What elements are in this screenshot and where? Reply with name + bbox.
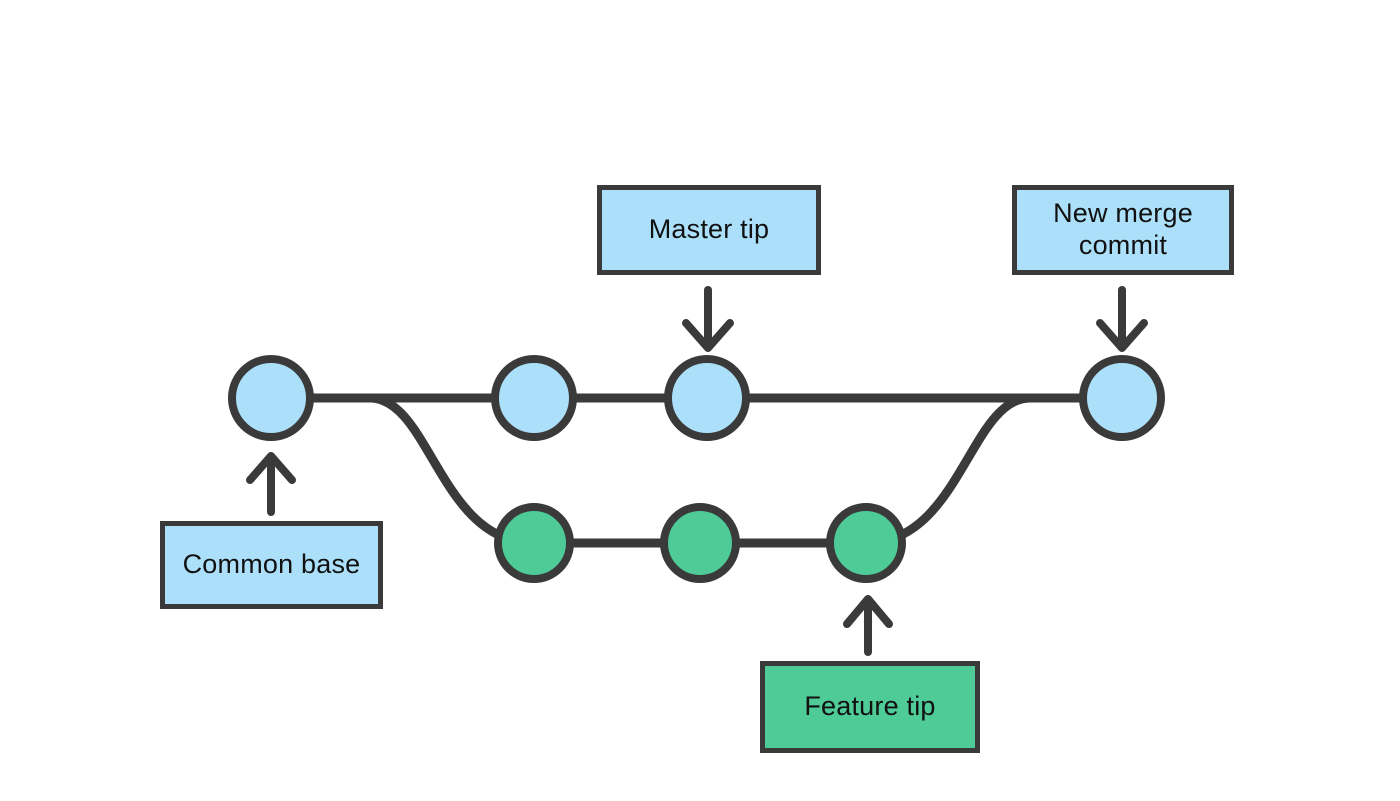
commit-nodes bbox=[228, 355, 1165, 583]
commit-node-master-tip[interactable] bbox=[664, 355, 750, 441]
arrow-up-common-base-icon bbox=[246, 452, 296, 516]
label-feature-tip-text: Feature tip bbox=[804, 691, 936, 722]
commit-node-master-2[interactable] bbox=[491, 355, 577, 441]
arrow-down-master-tip-icon bbox=[682, 286, 734, 352]
label-new-merge-commit[interactable]: New merge commit bbox=[1012, 185, 1234, 275]
label-new-merge-commit-text: New merge commit bbox=[1053, 198, 1193, 260]
commit-node-merge[interactable] bbox=[1079, 355, 1165, 441]
label-common-base[interactable]: Common base bbox=[160, 521, 383, 609]
annotation-arrows bbox=[246, 286, 1148, 656]
label-feature-tip[interactable]: Feature tip bbox=[760, 661, 980, 753]
arrow-up-feature-tip-icon bbox=[843, 595, 893, 656]
commit-node-base[interactable] bbox=[228, 355, 314, 441]
label-common-base-text: Common base bbox=[182, 549, 361, 580]
commit-node-feature-1[interactable] bbox=[494, 503, 574, 583]
label-master-tip[interactable]: Master tip bbox=[597, 185, 821, 275]
commit-node-feature-tip[interactable] bbox=[826, 503, 906, 583]
commit-node-feature-2[interactable] bbox=[660, 503, 740, 583]
arrow-down-merge-commit-icon bbox=[1096, 286, 1148, 352]
label-master-tip-text: Master tip bbox=[648, 214, 770, 245]
